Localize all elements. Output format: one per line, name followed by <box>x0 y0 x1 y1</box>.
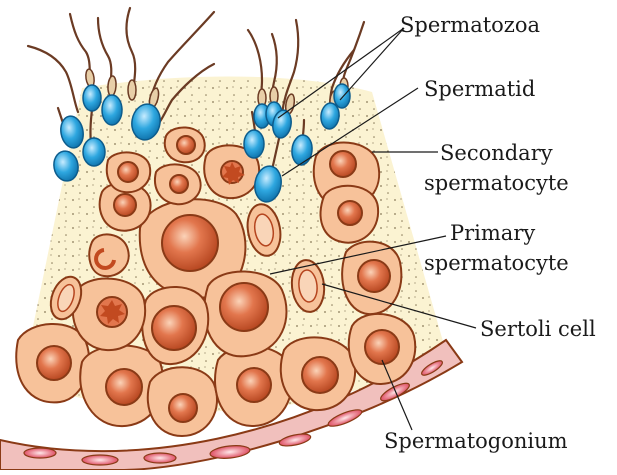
spermatid-cell <box>246 203 282 257</box>
secondary-spermatocyte-cell <box>319 184 380 244</box>
secondary-spermatocyte-cell <box>154 163 202 206</box>
label-spermatid: Spermatid <box>424 77 535 101</box>
label-primary-line1: Primary <box>450 221 535 245</box>
secondary-spermatocyte-cell <box>105 151 152 194</box>
spermatogonium-cell <box>79 344 165 428</box>
label-secondary-line1: Secondary <box>440 141 553 165</box>
spermatogonium-cell <box>214 345 293 428</box>
primary-spermatocyte-cell <box>138 198 247 299</box>
leader-lines <box>269 27 477 431</box>
spermatozoa-group <box>26 6 366 203</box>
spermatogonium-cell <box>146 366 219 438</box>
label-primary-line2: spermatocyte <box>424 251 569 275</box>
spermatid-cell <box>49 275 83 321</box>
label-spermatogonium: Spermatogonium <box>384 429 568 453</box>
label-secondary-line2: spermatocyte <box>424 171 569 195</box>
secondary-spermatocyte-cell <box>203 144 261 200</box>
secondary-spermatocyte-cell <box>88 233 130 278</box>
primary-spermatocyte-cell <box>203 270 288 358</box>
spermatogonium-cell <box>15 323 91 404</box>
label-spermatozoa: Spermatozoa <box>400 13 540 37</box>
primary-spermatocyte-cell <box>341 240 403 316</box>
blood-vessels <box>23 360 443 466</box>
primary-spermatocyte-cell <box>141 286 210 366</box>
spermatogonium-cell <box>279 336 357 412</box>
label-sertoli-cell: Sertoli cell <box>480 317 596 341</box>
secondary-spermatocyte-cell <box>163 126 206 164</box>
spermatogonium-cell <box>347 312 417 386</box>
cells <box>15 126 417 438</box>
primary-spermatocyte-cell <box>71 277 147 352</box>
